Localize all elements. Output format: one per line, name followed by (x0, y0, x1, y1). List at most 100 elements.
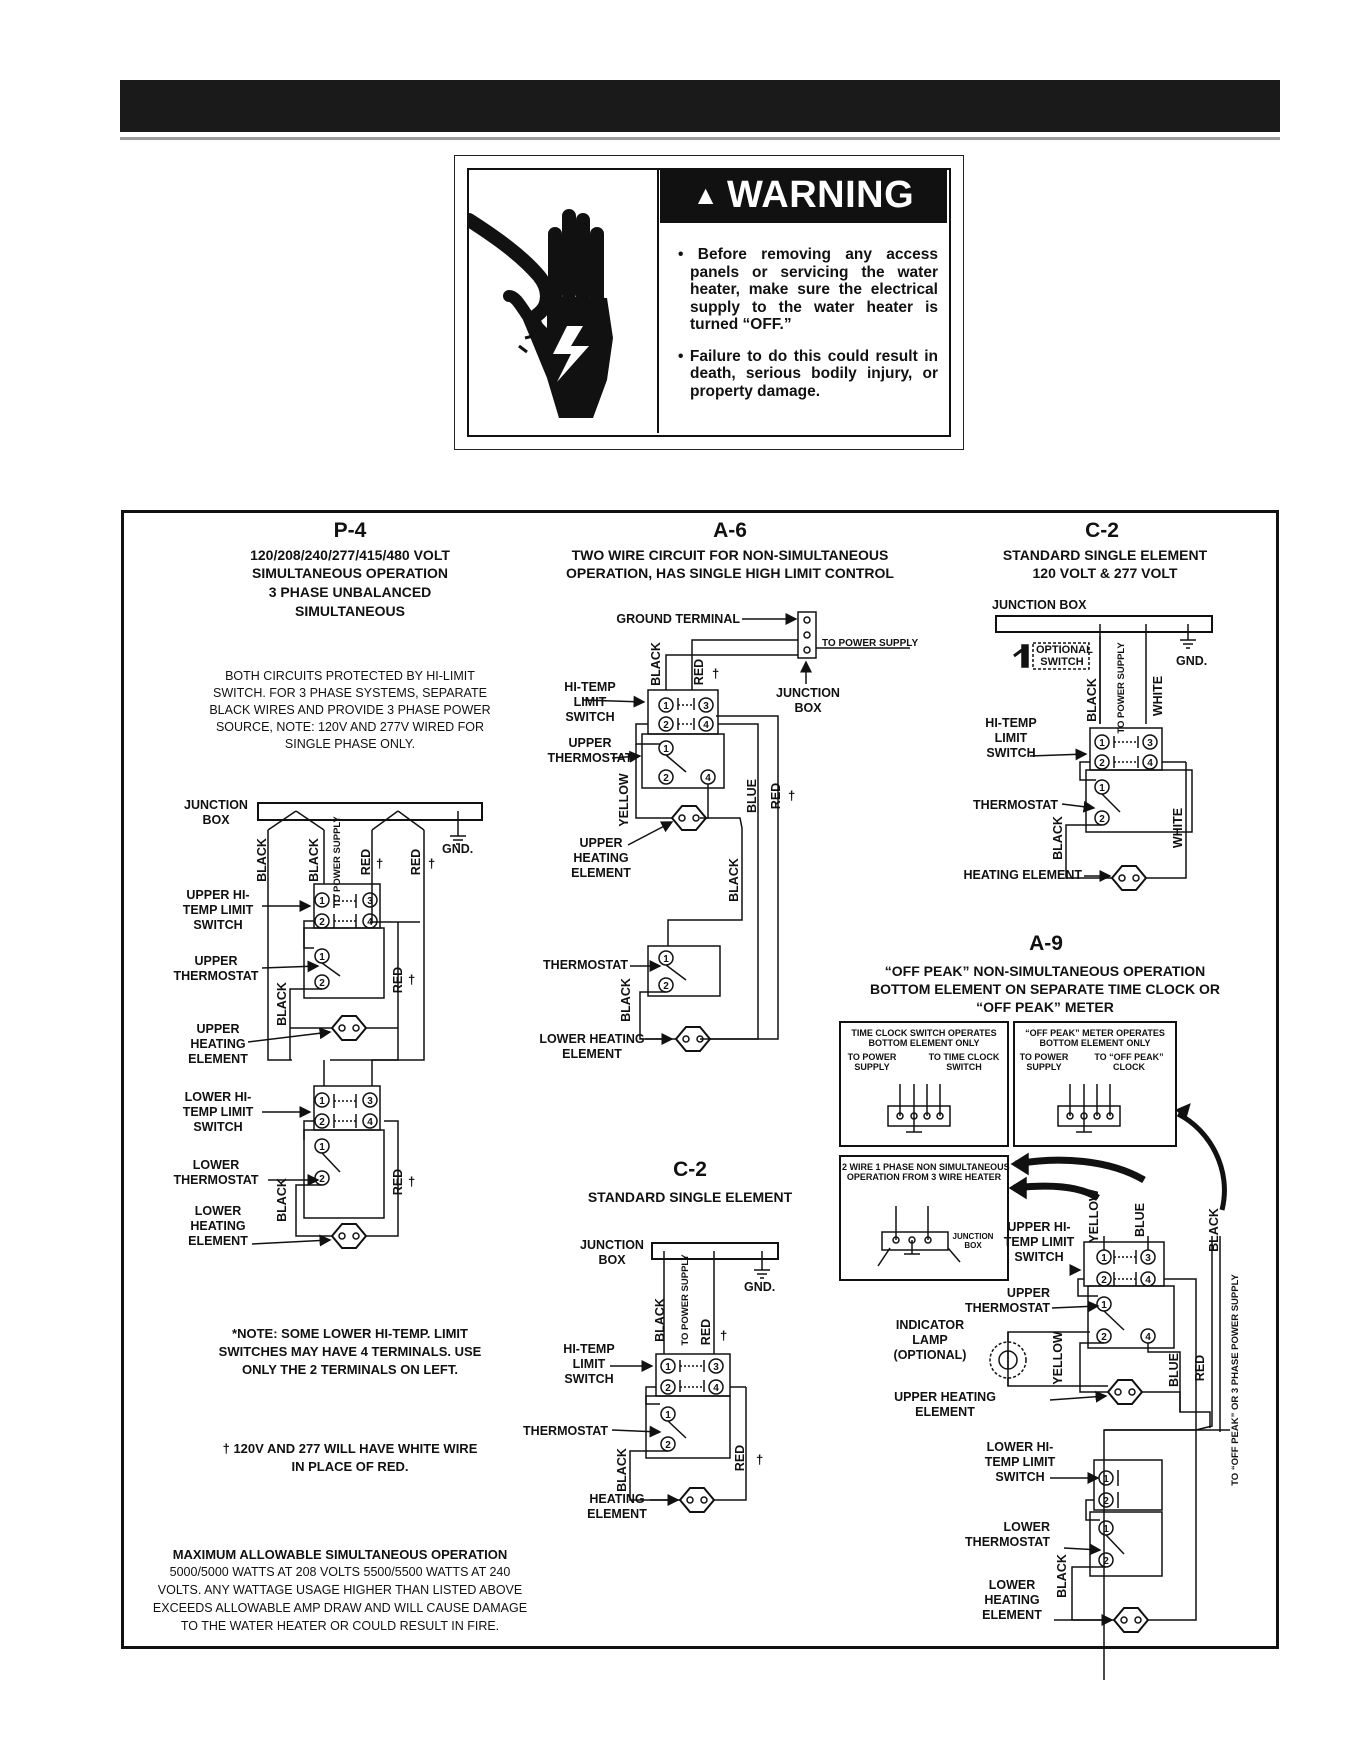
svg-text:2: 2 (1099, 758, 1105, 769)
electric-shock-hand-icon (467, 168, 657, 433)
c2b-title: C-2 (673, 1158, 707, 1181)
c2a-sub-2: 120 VOLT & 277 VOLT (1032, 565, 1178, 581)
c2a-thermostat-label: THERMOSTAT (973, 798, 1058, 812)
svg-text:1: 1 (663, 954, 669, 965)
p4-note-5: SINGLE PHASE ONLY. (284, 737, 416, 751)
c2b-wire-black-1: BLACK (653, 1298, 667, 1342)
svg-text:1: 1 (1099, 783, 1105, 794)
a6-wire-black-3: BLACK (619, 978, 633, 1022)
p4-dagger-note-1: † 120V AND 277 WILL HAVE WHITE WIRE (222, 1441, 478, 1456)
a6-to-power-label: TO POWER SUPPLY (822, 638, 919, 649)
p4-upper-thermostat-label: UPPER THERMOSTAT (173, 954, 259, 983)
p4-sub-3: 3 PHASE UNBALANCED (268, 584, 432, 600)
svg-text:2: 2 (1103, 1496, 1109, 1507)
p4-max-1: 5000/5000 WATTS AT 208 VOLTS 5500/5500 W… (169, 1565, 511, 1579)
svg-text:1: 1 (1103, 1474, 1109, 1485)
svg-text:1: 1 (319, 1142, 325, 1153)
svg-text:3: 3 (367, 896, 373, 907)
svg-text:1: 1 (1099, 738, 1105, 749)
a9-upper-thermostat-label: UPPER THERMOSTAT (965, 1286, 1050, 1315)
svg-text:1: 1 (1101, 1300, 1107, 1311)
p4-max-title: MAXIMUM ALLOWABLE SIMULTANEOUS OPERATION (172, 1547, 508, 1562)
a6-sub-2: OPERATION, HAS SINGLE HIGH LIMIT CONTROL (566, 565, 894, 581)
p4-dagger-note-2: IN PLACE OF RED. (291, 1459, 409, 1474)
svg-text:4: 4 (703, 720, 709, 731)
a9-wire-blue-1: BLUE (1133, 1203, 1147, 1237)
c2a-to-power-supply: TO POWER SUPPLY (1116, 642, 1127, 734)
p4-wire-black-2: BLACK (307, 838, 321, 882)
a6-junction-box-label: JUNCTION BOX (776, 686, 840, 715)
a9-indicator-label: INDICATOR LAMP (OPTIONAL) (893, 1318, 967, 1362)
p4-wire-red-3: RED (391, 967, 405, 993)
warning-heading: ▲ WARNING (660, 168, 947, 223)
svg-text:4: 4 (1147, 758, 1153, 769)
warning-heading-text: WARNING (727, 174, 915, 216)
a6-wire-red-1: RED (692, 659, 706, 685)
p4-to-power-supply: TO POWER SUPPLY (332, 816, 343, 908)
p4-max-2: VOLTS. ANY WATTAGE USAGE HIGHER THAN LIS… (157, 1583, 523, 1597)
a9-lower-limit-label: LOWER HI-TEMP LIMIT SWITCH (984, 1440, 1056, 1484)
dagger-3: † (408, 972, 415, 987)
c2b-thermostat-label: THERMOSTAT (523, 1424, 608, 1438)
svg-text:4: 4 (1145, 1332, 1151, 1343)
p4-star-note-1: *NOTE: SOME LOWER HI-TEMP. LIMIT (232, 1326, 468, 1341)
c2b-element-label: HEATING ELEMENT (587, 1492, 647, 1521)
svg-text:2: 2 (663, 773, 669, 784)
p4-max-3: EXCEEDS ALLOWABLE AMP DRAW AND WILL CAUS… (152, 1601, 528, 1615)
a9-off-peak-meter-box (1013, 1021, 1177, 1147)
a9-lower-thermostat-label: LOWER THERMOSTAT (965, 1520, 1050, 1549)
c2b-limit-label: HI-TEMP LIMIT SWITCH (563, 1342, 615, 1386)
a9-wire-blue-2: BLUE (1167, 1353, 1181, 1387)
a9-box2-right: TO “OFF PEAK” CLOCK (1094, 1052, 1164, 1072)
a6-wire-black-2: BLACK (727, 858, 741, 902)
c2a-wire-black-2: BLACK (1051, 816, 1065, 860)
dagger-4: † (408, 1174, 415, 1189)
svg-text:3: 3 (1147, 738, 1153, 749)
svg-text:2: 2 (665, 1440, 671, 1451)
a9-side-label: TO “OFF PEAK” OR 3 PHASE POWER SUPPLY (1230, 1274, 1241, 1486)
a9-box3-jb: JUNCTION BOX (952, 1232, 994, 1250)
c2a-title: C-2 (1085, 519, 1119, 542)
a9-2wire-box (839, 1155, 1009, 1281)
svg-text:2: 2 (319, 1117, 325, 1128)
svg-text:2: 2 (1101, 1332, 1107, 1343)
p4-lower-element-label: LOWER HEATING ELEMENT (188, 1204, 248, 1248)
svg-text:1: 1 (319, 1096, 325, 1107)
a9-wire-yellow-1: YELLOW (1087, 1189, 1101, 1243)
header-bar (120, 80, 1280, 132)
dagger-5: † (712, 666, 719, 681)
svg-text:2: 2 (1103, 1556, 1109, 1567)
p4-note-1: BOTH CIRCUITS PROTECTED BY HI-LIMIT (225, 669, 475, 683)
svg-text:4: 4 (1145, 1275, 1151, 1286)
p4-sub-2: SIMULTANEOUS OPERATION (252, 565, 448, 581)
c2b-to-power-supply: TO POWER SUPPLY (680, 1254, 691, 1346)
c2a-junction-box-label: JUNCTION BOX (992, 598, 1087, 612)
svg-text:1: 1 (665, 1410, 671, 1421)
wiring-diagrams-frame (121, 510, 1279, 1649)
p4-wire-red-4: RED (391, 1169, 405, 1195)
p4-sub-4: SIMULTANEOUS (295, 603, 405, 619)
svg-text:2: 2 (665, 1383, 671, 1394)
a9-wire-black-1: BLACK (1207, 1208, 1221, 1252)
svg-text:1: 1 (663, 744, 669, 755)
c2a-element-label: HEATING ELEMENT (963, 868, 1082, 882)
c2b-wire-red-2: RED (733, 1445, 747, 1471)
a6-lower-element-label: LOWER HEATING ELEMENT (539, 1032, 645, 1061)
p4-wire-black-1: BLACK (255, 838, 269, 882)
svg-text:1: 1 (1101, 1253, 1107, 1264)
c2a-wire-white-1: WHITE (1151, 676, 1165, 716)
p4-note-4: SOURCE, NOTE: 120V AND 277V WIRED FOR (215, 720, 485, 734)
c2b-gnd-label: GND. (744, 1280, 776, 1294)
warning-bullet-2: • Failure to do this could result in dea… (678, 347, 938, 400)
warning-text: • Before removing any access panels or s… (676, 246, 938, 414)
p4-lower-limit-label: LOWER HI-TEMP LIMIT SWITCH (182, 1090, 254, 1134)
a9-box3-title-2: OPERATION FROM 3 WIRE HEATER (846, 1172, 1002, 1182)
a9-time-clock-box (839, 1021, 1009, 1147)
a6-wire-black-1: BLACK (649, 642, 663, 686)
svg-text:1: 1 (319, 896, 325, 907)
a6-ground-terminal-label: GROUND TERMINAL (616, 612, 740, 626)
p4-note-3: BLACK WIRES AND PROVIDE 3 PHASE POWER (209, 703, 491, 717)
a6-title: A-6 (713, 519, 747, 542)
a6-junction-box (797, 611, 817, 659)
